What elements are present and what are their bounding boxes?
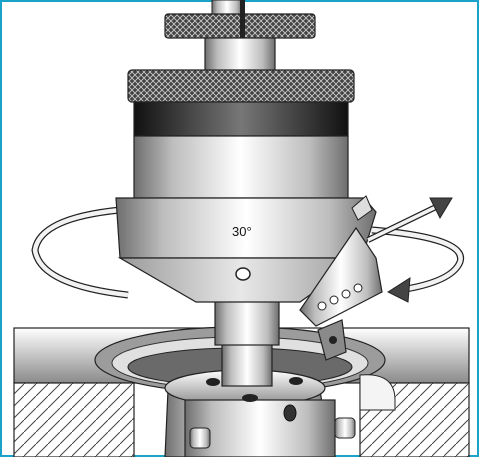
cutter-blade (299, 195, 383, 327)
side-bolt-left (189, 427, 211, 449)
rotation-arrow (31, 206, 129, 299)
cutter-holder (115, 69, 377, 303)
pilot-shaft (214, 299, 280, 387)
guide-body (164, 369, 356, 457)
knurled-knob (164, 0, 316, 73)
side-bolt-right (334, 417, 356, 439)
rotation-arrow-front (371, 226, 465, 303)
direction-arrow (366, 197, 453, 243)
angle-label: 30° (232, 224, 252, 239)
cutting-insert (317, 319, 347, 361)
